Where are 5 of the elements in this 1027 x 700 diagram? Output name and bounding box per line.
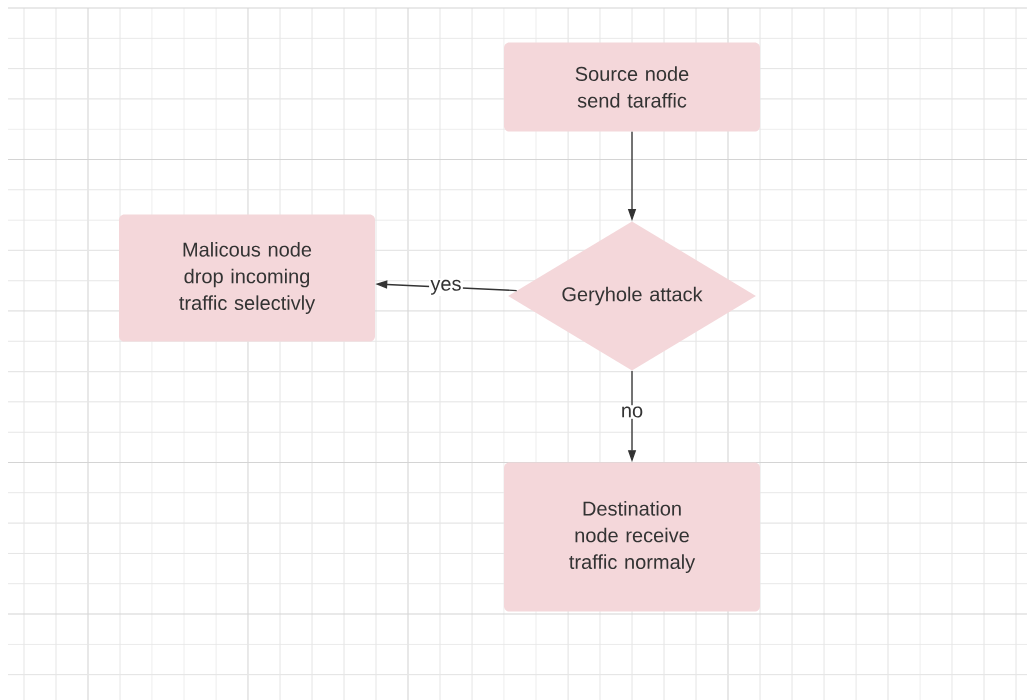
process-box: Destination node receive traffic normaly	[504, 462, 760, 612]
process-box: Malicous node drop incoming traffic selectivly	[119, 214, 375, 342]
process-box: Source node send taraffic	[504, 42, 760, 132]
edge-label: no	[619, 405, 645, 419]
edge-label: yes	[429, 278, 463, 297]
